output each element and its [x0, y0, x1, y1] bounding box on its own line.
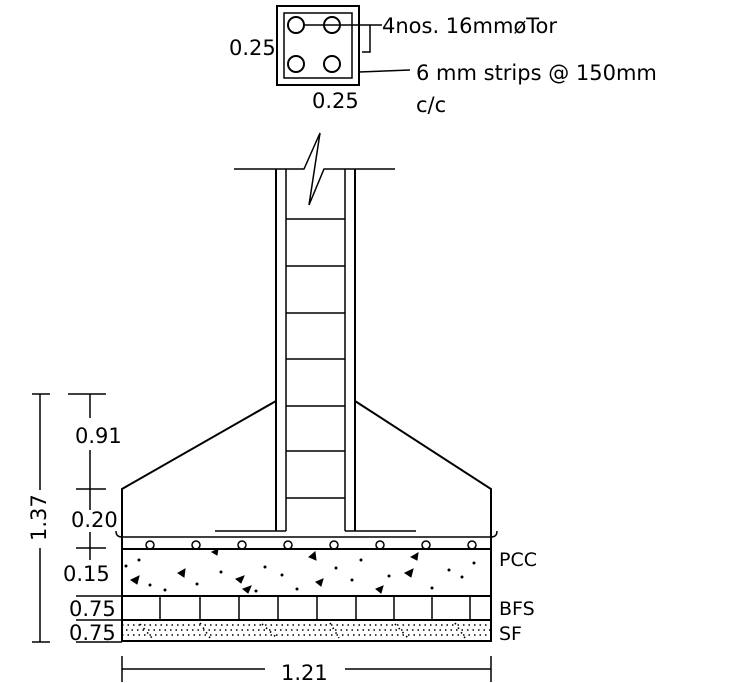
bottom-mesh-dots — [145, 540, 477, 550]
bfs-thickness-label: 0.75 — [69, 597, 116, 621]
total-height-label: 1.37 — [27, 494, 51, 541]
main-bar-note: 4nos. 16mmøTor — [382, 14, 557, 38]
vertical-dimensions — [32, 393, 122, 643]
stirrup-note-line2: c/c — [416, 93, 446, 117]
column-outline — [276, 5, 360, 86]
column-cross-section: 0.25 0.25 4nos. 16mmøTor 6 mm strips @ 1… — [229, 5, 657, 117]
bfs-label: BFS — [499, 598, 535, 620]
bfs-layer — [121, 595, 492, 621]
pcc-layer — [121, 548, 492, 597]
footing-outline — [115, 400, 498, 550]
footing-edge-label: 0.20 — [71, 508, 118, 532]
section-width-label: 0.25 — [229, 36, 276, 60]
sf-thickness-label: 0.75 — [69, 621, 116, 645]
rebar-circle — [287, 55, 305, 73]
stirrup-note-line1: 6 mm strips @ 150mm — [416, 61, 657, 85]
rebar-circle — [287, 16, 305, 34]
stirrup-outline — [283, 12, 353, 79]
base-width-label: 1.21 — [281, 661, 328, 683]
rebar-circle — [323, 55, 341, 73]
column-elevation — [215, 132, 416, 532]
pcc-label: PCC — [499, 549, 537, 571]
stirrup-ties — [286, 218, 345, 499]
pcc-thickness-label: 0.15 — [63, 562, 110, 586]
sf-label: SF — [499, 623, 522, 645]
main-bar-leader — [304, 24, 382, 53]
section-depth-label: 0.25 — [312, 89, 359, 113]
column-break-line — [234, 132, 395, 206]
stirrup-leader — [358, 69, 411, 73]
base-width-dimension — [121, 656, 492, 682]
sf-layer — [121, 619, 492, 642]
bottom-mesh-bar — [115, 530, 498, 538]
pedestal-height-label: 0.91 — [75, 424, 122, 448]
